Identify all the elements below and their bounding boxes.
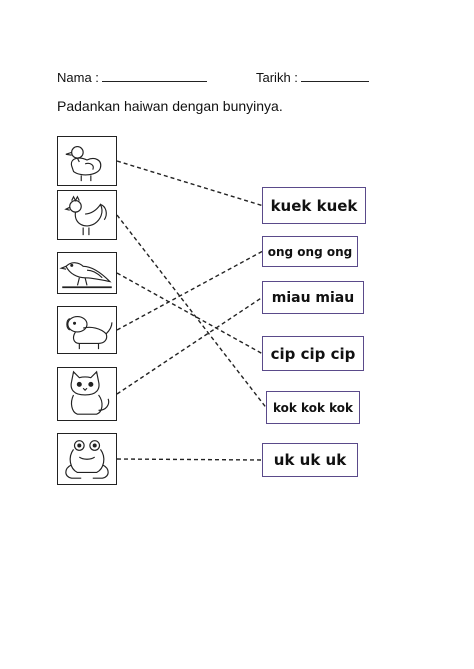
sound-miau-miau[interactable]: miau miau <box>262 281 364 314</box>
sound-kok-kok-kok[interactable]: kok kok kok <box>266 391 360 424</box>
animal-cat[interactable] <box>57 367 117 421</box>
sound-label: cip cip cip <box>270 344 356 363</box>
match-line <box>116 296 263 395</box>
match-line <box>116 272 263 355</box>
animal-frog[interactable] <box>57 433 117 485</box>
date-label: Tarikh : <box>256 70 298 85</box>
animal-rooster[interactable] <box>57 190 117 240</box>
date-field: Tarikh : <box>256 69 369 85</box>
match-line <box>116 458 263 461</box>
sound-label: kok kok kok <box>272 400 353 415</box>
dog-icon <box>66 316 113 350</box>
sound-uk-uk-uk[interactable]: uk uk uk <box>262 443 358 477</box>
date-blank[interactable] <box>300 69 369 82</box>
frog-icon <box>65 440 109 479</box>
match-line <box>116 250 263 331</box>
name-field: Nama : <box>57 69 207 85</box>
sound-ong-ong-ong[interactable]: ong ong ong <box>262 236 358 267</box>
animal-dog[interactable] <box>57 306 117 354</box>
sound-label: ong ong ong <box>267 244 353 259</box>
sound-label: kuek kuek <box>270 196 358 215</box>
animal-bird[interactable] <box>57 252 117 294</box>
animal-duck[interactable] <box>57 136 117 186</box>
rooster-icon <box>64 195 107 236</box>
instruction: Padankan haiwan dengan bunyinya. <box>57 98 283 114</box>
duck-icon <box>65 146 102 182</box>
sound-label: miau miau <box>271 289 355 306</box>
match-line <box>116 160 263 207</box>
name-blank[interactable] <box>101 69 207 82</box>
name-label: Nama : <box>57 70 99 85</box>
match-line <box>116 214 267 408</box>
cat-icon <box>70 370 110 415</box>
sound-label: uk uk uk <box>273 451 347 469</box>
sound-kuek-kuek[interactable]: kuek kuek <box>262 187 366 224</box>
bird-icon <box>59 262 112 289</box>
sound-cip-cip-cip[interactable]: cip cip cip <box>262 336 364 371</box>
